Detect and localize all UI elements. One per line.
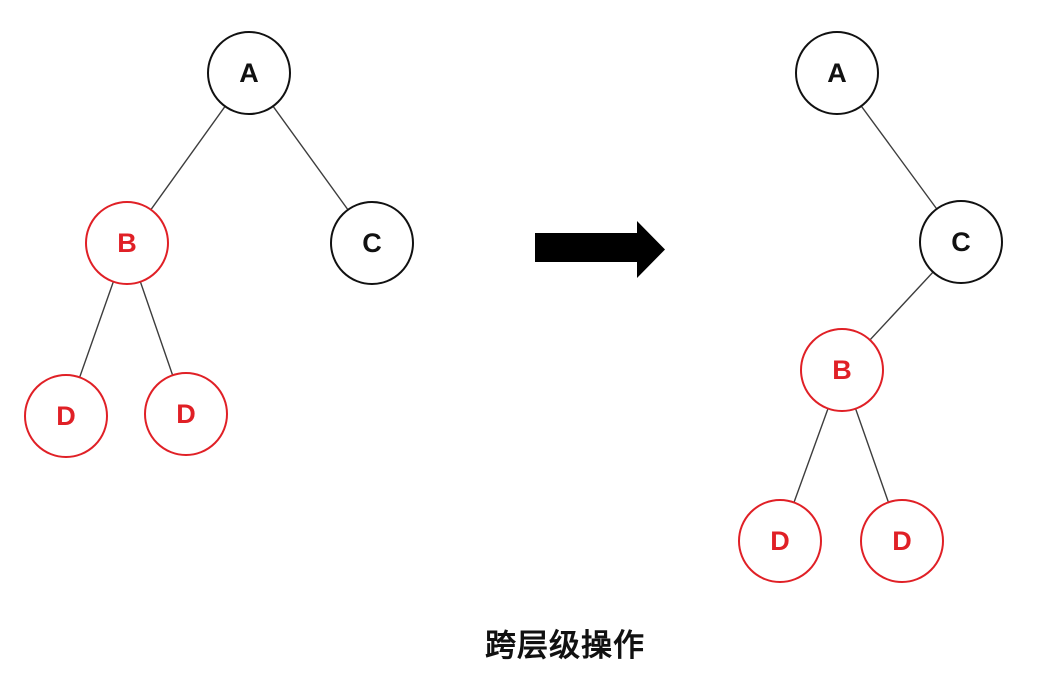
tree-node-after-D2: D — [860, 499, 944, 583]
tree-node-after-D1: D — [738, 499, 822, 583]
tree-node-before-C: C — [330, 201, 414, 285]
tree-node-before-B: B — [85, 201, 169, 285]
tree-node-after-B: B — [800, 328, 884, 412]
tree-node-before-A: A — [207, 31, 291, 115]
transform-arrow-icon — [535, 221, 665, 278]
tree-node-before-D2: D — [144, 372, 228, 456]
tree-node-before-D1: D — [24, 374, 108, 458]
tree-node-after-A: A — [795, 31, 879, 115]
caption: 跨层级操作 — [485, 628, 645, 663]
tree-node-after-C: C — [919, 200, 1003, 284]
